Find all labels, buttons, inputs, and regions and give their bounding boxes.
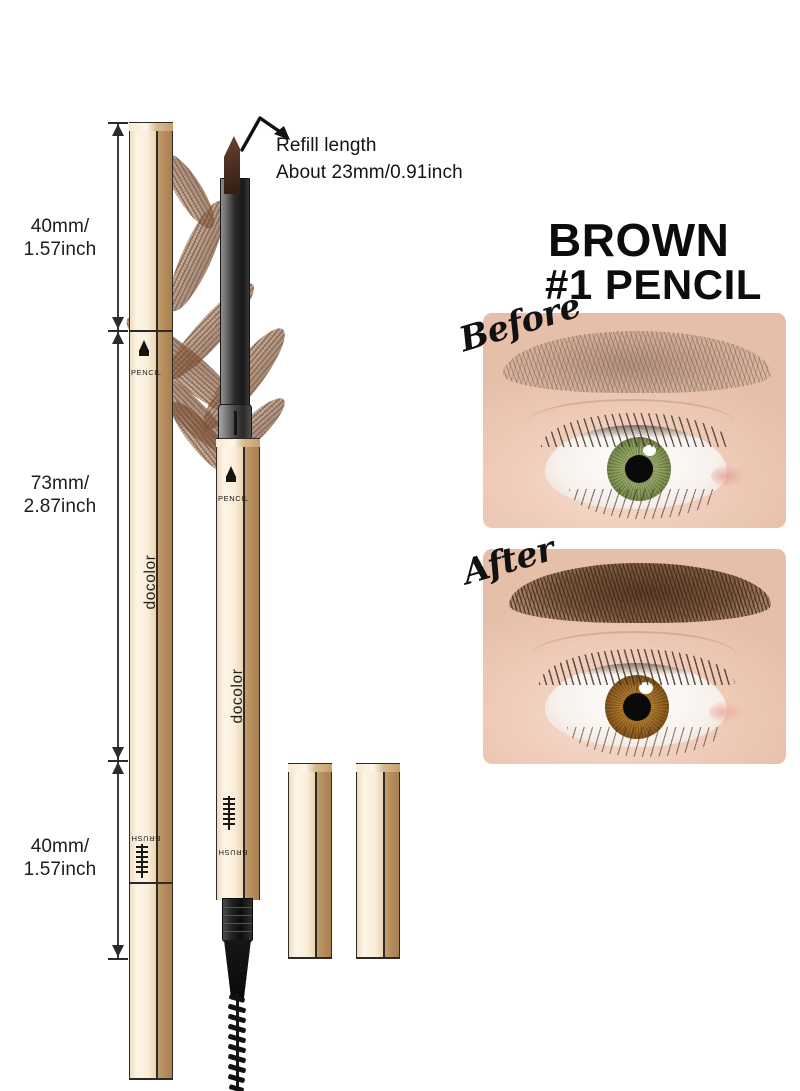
spare-cap-left-bevel (288, 763, 332, 772)
dimension-line (117, 122, 119, 960)
brand-wordmark-open: docolor (229, 668, 246, 724)
before-tear-duct (711, 465, 745, 487)
spare-cap-right-edge (383, 763, 385, 959)
dimension-label-body: 73mm/ 2.87inch (23, 473, 97, 517)
callout-arrow-icon (240, 116, 290, 152)
refill-pencil-tip (224, 136, 240, 194)
refill-callout-line2: About 23mm/0.91inch (276, 162, 463, 183)
open-pencil-side-label: PENCIL (218, 494, 249, 503)
open-spoolie-side-icon (223, 796, 235, 830)
dimension-cap-bottom (108, 958, 128, 960)
brush-cone (224, 940, 251, 998)
open-body-edge (243, 438, 245, 900)
open-body-side-face (243, 438, 260, 900)
after-brow (509, 563, 771, 623)
spare-cap-left (288, 763, 332, 959)
spare-cap-left-edge (315, 763, 317, 959)
dimension-arrow-mid-upper-down (112, 317, 124, 329)
cap-top-bevel (129, 122, 173, 131)
pencil-joint-upper (129, 330, 173, 333)
open-body-bevel (216, 438, 260, 447)
pencil-side-label: PENCIL (131, 368, 162, 377)
pencil-joint-lower (129, 882, 173, 885)
body-side-face (156, 332, 173, 882)
pencil-body-middle (129, 332, 173, 882)
before-glint (643, 445, 656, 456)
spoolie-side-icon (136, 844, 148, 878)
spoolie-brush (227, 993, 247, 1091)
refill-collar (218, 404, 252, 440)
cap-bottom-side-face (156, 884, 173, 1080)
spare-cap-right-side (383, 763, 400, 959)
before-photo (483, 313, 786, 528)
dimension-label-cap-top: 40mm/ 1.57inch (23, 216, 97, 260)
spare-cap-right (356, 763, 400, 959)
pencil-side-icon (135, 340, 155, 366)
pencil-open-view: PENCIL docolor BRUSH (206, 136, 266, 1091)
spoolie-core (236, 994, 239, 1091)
headline-primary: BROWN (548, 214, 730, 266)
dimension-cap-top (108, 122, 128, 124)
body-edge (156, 332, 158, 882)
after-pupil (623, 693, 651, 721)
pencil-closed-view: PENCIL docolor BRUSH (129, 122, 173, 1080)
dimension-arrow-mid-lower-up (112, 762, 124, 774)
spare-cap-right-front (356, 763, 383, 959)
dimension-arrow-mid-lower-down (112, 747, 124, 759)
before-brow (503, 331, 771, 393)
after-brow-hairs (509, 563, 771, 623)
spare-cap-left-side (315, 763, 332, 959)
pencil-cap-top (129, 122, 173, 330)
open-pencil-side-icon (222, 466, 242, 492)
body-front-face (129, 332, 156, 882)
after-photo (483, 549, 786, 764)
cap-top-side-face (156, 122, 173, 330)
dimension-cap-mid-lower (108, 760, 128, 762)
before-pupil (625, 455, 653, 483)
refill-callout-line1: Refill length (276, 135, 377, 156)
cap-bottom-edge (156, 884, 158, 1080)
collar-notch (234, 411, 237, 435)
cap-top-front-face (129, 122, 156, 330)
cap-top-edge (156, 122, 158, 330)
dimension-cap-mid-upper (108, 330, 128, 332)
after-glint (639, 682, 653, 694)
before-brow-hairs (503, 331, 771, 393)
brush-ferrule (222, 898, 253, 942)
headline-secondary: #1 PENCIL (545, 261, 762, 308)
dimension-label-cap-bottom: 40mm/ 1.57inch (23, 836, 97, 880)
pencil-cap-bottom (129, 884, 173, 1080)
spare-cap-right-bevel (356, 763, 400, 772)
brush-side-label: BRUSH (131, 834, 161, 843)
open-brush-side-label: BRUSH (218, 848, 248, 857)
brand-wordmark-closed: docolor (142, 554, 159, 610)
dimension-arrow-top (112, 124, 124, 136)
dimension-arrow-bottom (112, 945, 124, 957)
cap-bottom-front-face (129, 884, 156, 1080)
open-pencil-body (216, 438, 260, 900)
before-lid-crease (527, 399, 735, 447)
spare-cap-left-front (288, 763, 315, 959)
after-lid-crease (531, 631, 737, 681)
dimension-arrow-mid-upper-up (112, 332, 124, 344)
refill-holder (220, 178, 250, 408)
after-tear-duct (709, 701, 743, 723)
